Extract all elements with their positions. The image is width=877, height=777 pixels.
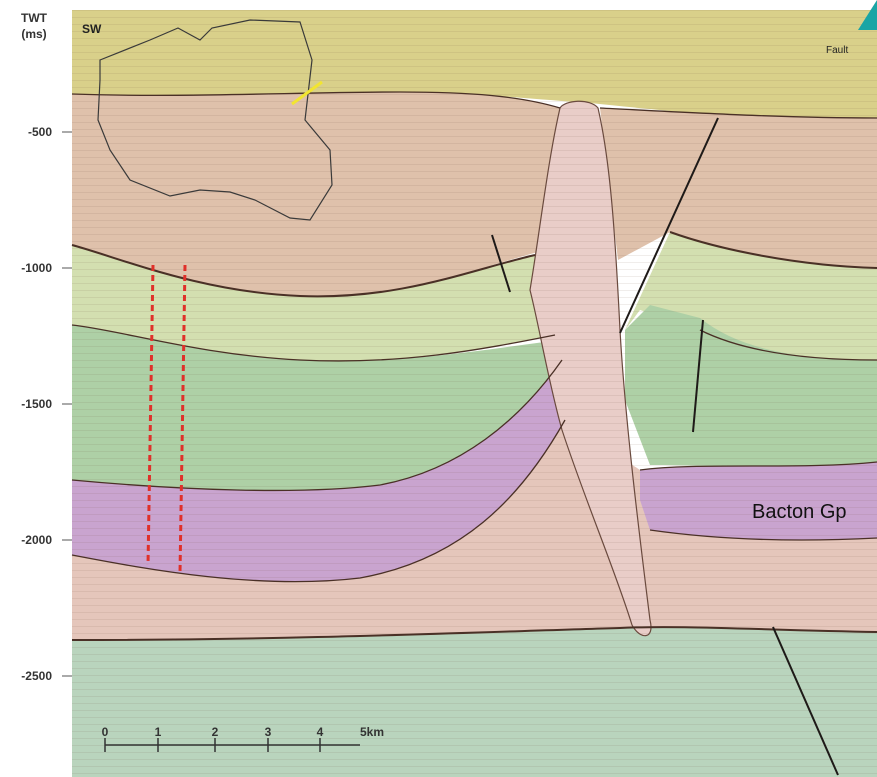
depth-tick-label: -2500 [21, 669, 52, 683]
depth-tick-label: -2000 [21, 533, 52, 547]
depth-axis-ticks: -500 -1000 -1500 -2000 -2500 [21, 125, 72, 683]
scale-tick-1: 1 [155, 725, 162, 739]
axis-title-line1: TWT [21, 11, 48, 25]
depth-tick-label: -1000 [21, 261, 52, 275]
depth-tick-label: -500 [28, 125, 52, 139]
reflector-texture [72, 10, 877, 777]
depth-tick-label: -1500 [21, 397, 52, 411]
fault-label: Fault [826, 45, 848, 56]
bacton-group-label: Bacton Gp [752, 501, 847, 523]
scale-tick-3: 3 [265, 725, 272, 739]
scale-tick-2: 2 [212, 725, 219, 739]
scale-end-label: 5km [360, 725, 384, 739]
axis-title-line2: (ms) [21, 27, 46, 41]
scale-tick-4: 4 [317, 725, 324, 739]
sw-label: SW [82, 22, 102, 36]
scale-tick-0: 0 [102, 725, 109, 739]
